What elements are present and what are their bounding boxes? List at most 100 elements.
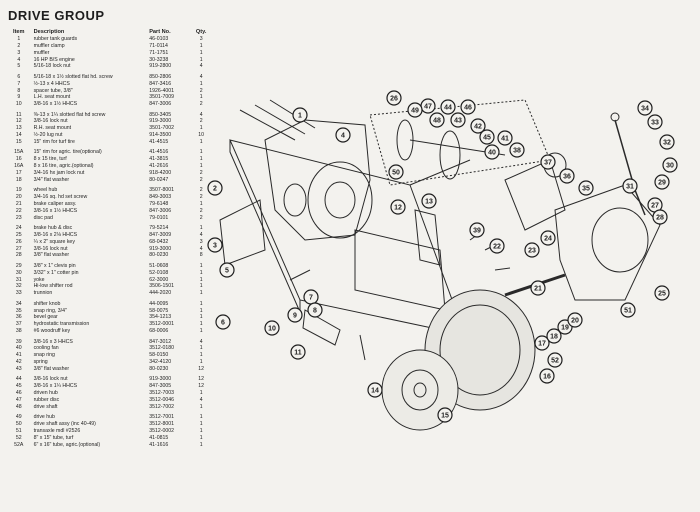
cell-qty: 1 xyxy=(199,420,203,427)
cell-qty: 1 xyxy=(199,300,203,307)
cell-item: 42 xyxy=(15,359,22,366)
callout-label: 11 xyxy=(294,350,302,357)
callout-circle xyxy=(470,118,486,134)
cell-item: 25 xyxy=(15,231,22,238)
cell-qty: 1 xyxy=(199,321,203,328)
cell-qty: 4 xyxy=(199,245,203,252)
callout-circle xyxy=(484,144,500,160)
callout-label: 41 xyxy=(501,136,509,143)
cell-item: 24 xyxy=(15,225,22,232)
callout-34: 34 xyxy=(637,100,653,116)
cell-description: drive hub xyxy=(33,414,55,421)
cell-item: 13 xyxy=(15,125,22,132)
cell-item: 3 xyxy=(17,49,21,56)
callout-12: 12 xyxy=(390,199,406,215)
callout-22: 22 xyxy=(489,238,505,254)
callout-16: 16 xyxy=(539,368,555,384)
cell-item: 4 xyxy=(17,56,21,63)
cell-item: 49 xyxy=(15,414,22,421)
callout-circle xyxy=(207,180,223,196)
cell-description: muffler xyxy=(33,49,50,56)
cell-qty: 2 xyxy=(199,87,203,94)
callout-circle xyxy=(662,157,678,173)
cell-part-no: 51-0608 xyxy=(149,262,169,269)
callout-24: 24 xyxy=(540,230,556,246)
callout-label: 40 xyxy=(488,150,496,157)
callout-label: 49 xyxy=(411,108,419,115)
callout-36: 36 xyxy=(559,168,575,184)
callout-49: 49 xyxy=(407,102,423,118)
cell-part-no: 3501-7002 xyxy=(149,125,175,132)
cell-part-no: 3512-0002 xyxy=(149,427,175,434)
rubber-disc-pack xyxy=(439,130,461,180)
callout-circle xyxy=(620,302,636,318)
callout-8: 8 xyxy=(307,302,323,318)
cell-item: 31 xyxy=(15,276,22,283)
callout-label: 18 xyxy=(550,334,558,341)
callout-45: 45 xyxy=(479,129,495,145)
cell-part-no: 1926-4001 xyxy=(149,87,175,94)
cell-part-no: 80-0230 xyxy=(149,252,169,259)
callout-40: 40 xyxy=(484,144,500,160)
cell-item: 2 xyxy=(17,42,21,49)
cell-qty: 4 xyxy=(199,231,203,238)
callout-label: 46 xyxy=(464,105,472,112)
cell-qty: 1 xyxy=(199,225,203,232)
cell-description: 15" rim for turf tire xyxy=(33,139,75,145)
callout-circle xyxy=(567,312,583,328)
callout-10: 10 xyxy=(264,320,280,336)
cell-item: 14 xyxy=(15,132,22,139)
cell-qty: 2 xyxy=(199,101,203,108)
callout-circle xyxy=(654,174,670,190)
cell-description: snap ring xyxy=(33,352,55,359)
cell-description: 3/8" flat washer xyxy=(33,365,70,372)
cell-qty: 2 xyxy=(199,194,203,201)
cell-qty: 4 xyxy=(199,396,203,403)
callout-38: 38 xyxy=(509,142,525,158)
cell-part-no: 3512-7001 xyxy=(149,414,175,421)
callout-13: 13 xyxy=(421,193,437,209)
cell-item: 15 xyxy=(15,139,22,145)
cell-part-no: 850-2806 xyxy=(149,73,172,80)
callout-2: 2 xyxy=(207,180,223,196)
callout-29: 29 xyxy=(654,174,670,190)
callout-circle xyxy=(489,238,505,254)
cell-part-no: 919-3000 xyxy=(149,245,172,252)
cell-description: 3/8" x 1" clevis pin xyxy=(33,262,76,269)
cell-item: 52A xyxy=(14,441,24,448)
cell-description: spacer tube, 3/8" xyxy=(33,87,73,94)
cell-description: 3/8-16 x 2⅛ HHCS xyxy=(33,231,78,238)
callout-label: 25 xyxy=(658,291,666,298)
callout-15: 15 xyxy=(437,407,453,423)
engine-cylinder-head xyxy=(283,183,307,217)
cell-part-no: 3512-0180 xyxy=(149,345,175,352)
callout-label: 33 xyxy=(651,120,659,127)
cell-qty: 2 xyxy=(199,187,203,194)
cell-qty: 1 xyxy=(199,262,203,269)
cell-part-no: 3512-7003 xyxy=(149,390,175,396)
cell-item: 45 xyxy=(15,383,22,390)
callout-circle xyxy=(437,407,453,423)
cell-qty: 2 xyxy=(199,169,203,176)
hardware-bolts xyxy=(469,234,511,271)
callout-43: 43 xyxy=(450,112,466,128)
cell-description: yoke xyxy=(33,276,45,283)
cell-item: 44 xyxy=(15,376,22,383)
frame-bolts xyxy=(289,269,366,361)
callout-5: 5 xyxy=(219,262,235,278)
callout-30: 30 xyxy=(662,157,678,173)
callout-label: 37 xyxy=(544,160,552,167)
frame-side xyxy=(229,140,301,313)
callout-label: 43 xyxy=(454,118,462,125)
